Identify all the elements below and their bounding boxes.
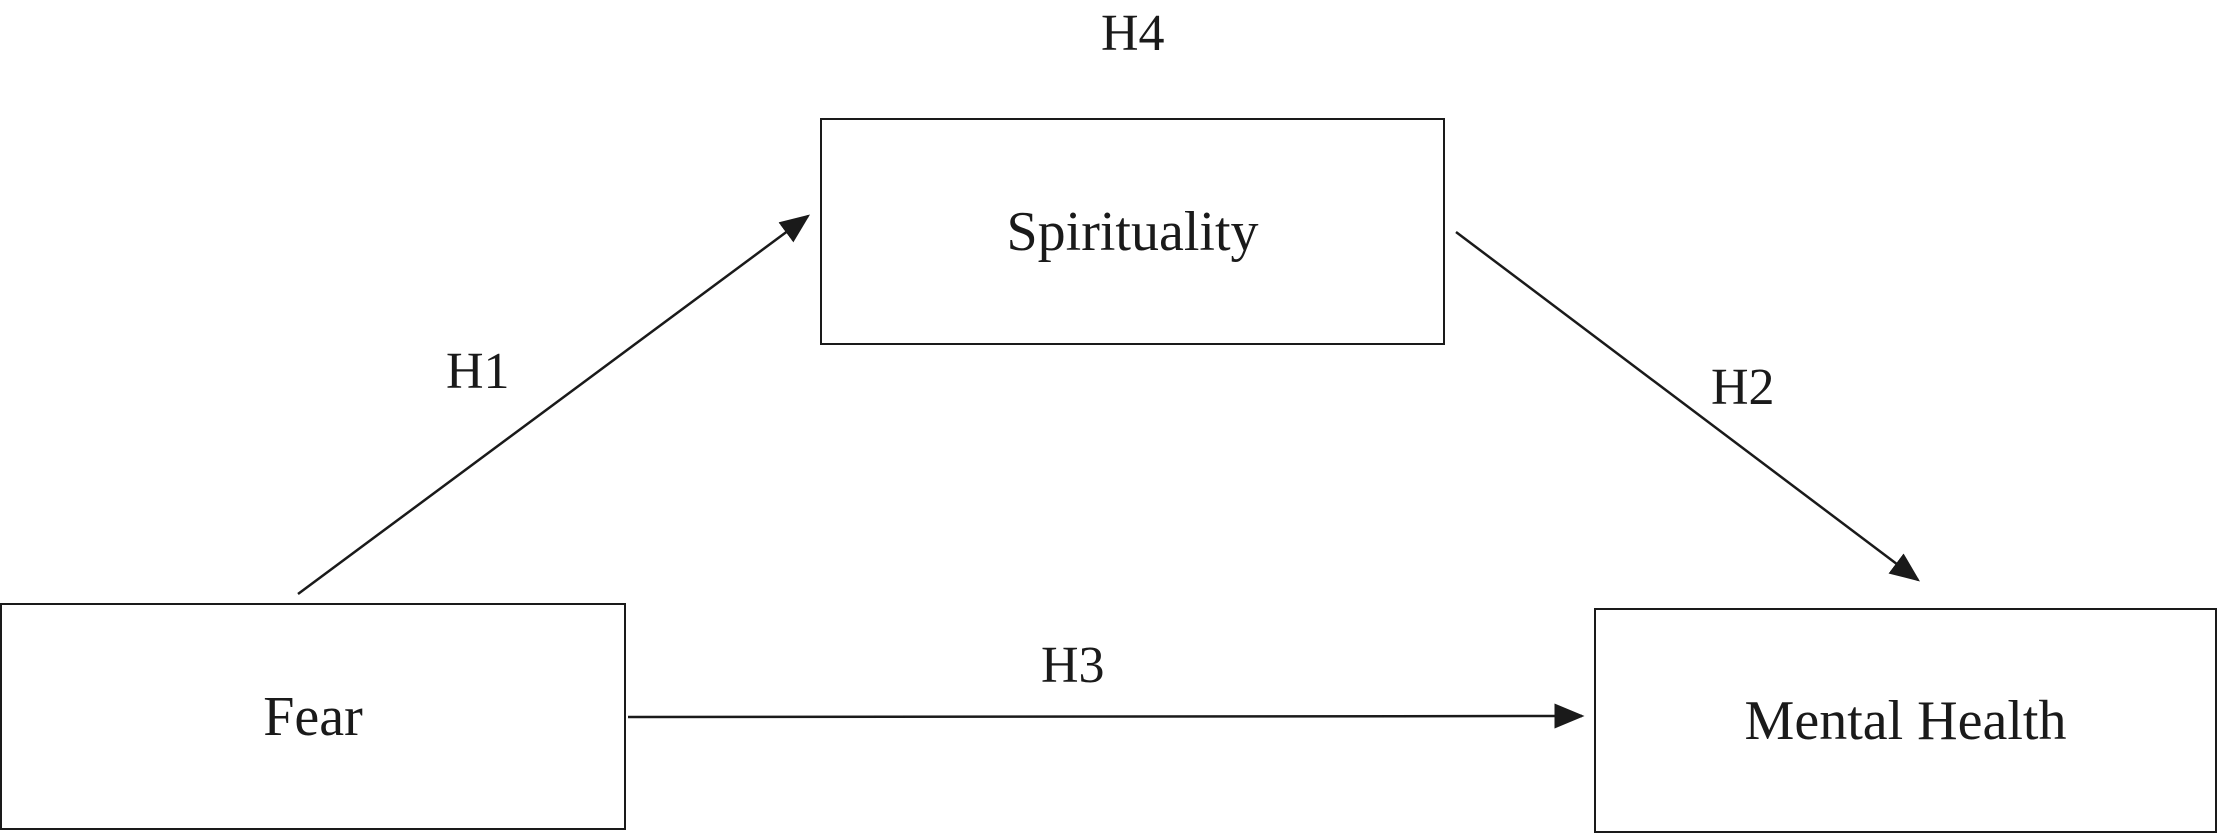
node-fear-label: Fear	[263, 685, 363, 748]
node-spirituality: Spirituality	[820, 118, 1445, 345]
arrow-spirituality-to-mental-health	[1455, 231, 1920, 582]
arrow-fear-to-spirituality	[297, 214, 811, 596]
node-mental-health: Mental Health	[1594, 608, 2217, 833]
node-spirituality-label: Spirituality	[1006, 200, 1259, 263]
arrow-fear-to-mental-health	[627, 703, 1585, 729]
path-label-h3: H3	[1041, 637, 1105, 694]
node-fear: Fear	[0, 603, 626, 830]
path-label-h2: H2	[1711, 359, 1775, 416]
node-mental-health-label: Mental Health	[1744, 689, 2067, 752]
path-label-h4: H4	[1101, 5, 1165, 62]
path-label-h1: H1	[446, 343, 510, 400]
